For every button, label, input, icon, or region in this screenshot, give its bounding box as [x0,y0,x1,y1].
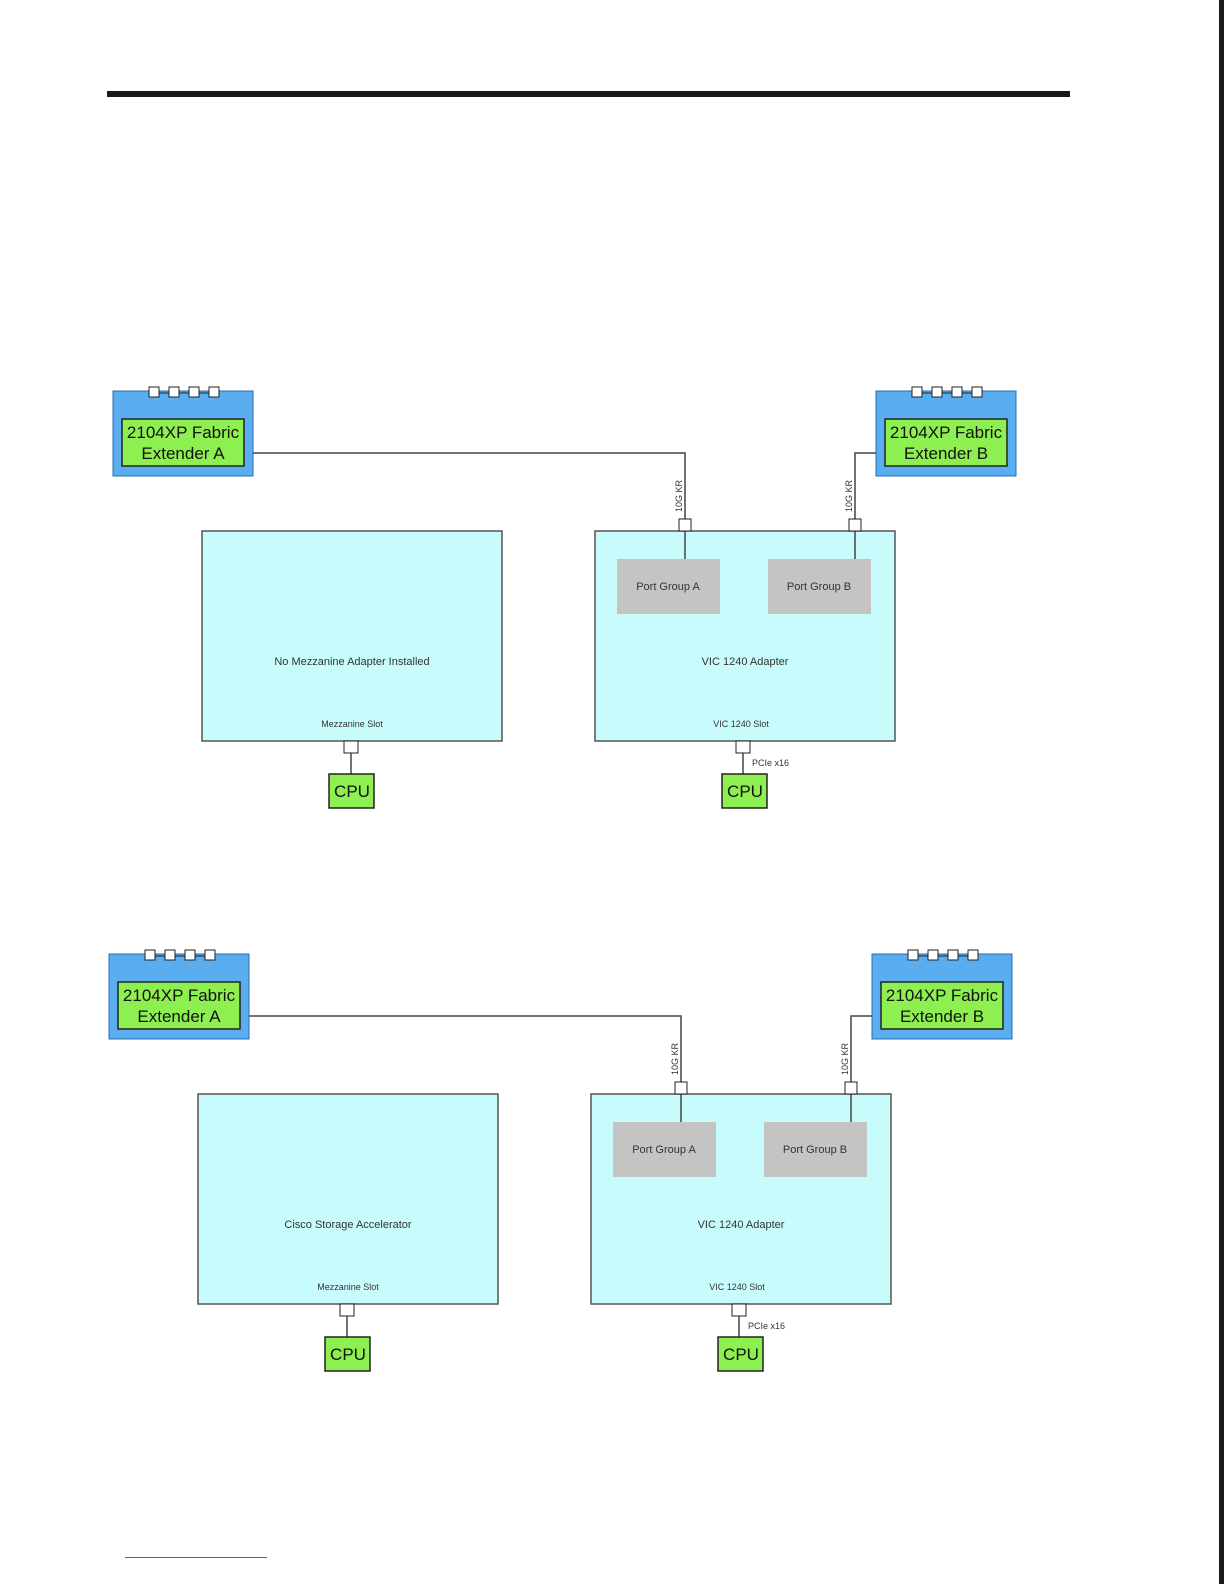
port-a-connector-icon [678,518,692,532]
fex-port-icon [168,386,180,398]
cpu-left-label: CPU [330,1345,366,1364]
fex-port-icon [971,386,983,398]
fex-port-icon [204,949,216,961]
fex-label-line1: 2104XP Fabric [123,986,236,1005]
fex-port-icon [927,949,939,961]
fex-port-icon [931,386,943,398]
vic-title: VIC 1240 Adapter [698,1219,785,1231]
pcie-label: PCIe x16 [748,1321,785,1331]
fex-inner-box [121,418,245,467]
link-fex-a-to-port-a [253,452,686,519]
page-edge-bar [1219,0,1224,1584]
cpu-right-label: CPU [727,782,763,801]
fex-port-icon [967,949,979,961]
cpu-left-label: CPU [334,782,370,801]
fex-label-line1: 2104XP Fabric [127,423,240,442]
fex-label-line2: Extender A [141,444,225,463]
port-b-connector-icon [848,518,862,532]
link-label-b: 10G KR [844,479,854,512]
port-group-a-box [613,1122,716,1177]
port-group-a-label: Port Group A [636,581,700,593]
mezzanine-title: No Mezzanine Adapter Installed [274,656,429,668]
fex-port-icon [951,386,963,398]
port-group-b-box [768,559,871,614]
fex-label-line2: Extender B [900,1007,984,1026]
link-label-a: 10G KR [670,1042,680,1075]
mezzanine-slot-connector-icon [339,1303,355,1317]
fex-label-line1: 2104XP Fabric [890,423,1003,442]
cpu-right-box [721,773,768,809]
fex-port-icon [148,386,160,398]
mezzanine-slot-label: Mezzanine Slot [321,719,383,729]
fex-label-line2: Extender A [137,1007,221,1026]
fex-inner-box [117,981,241,1030]
link-fex-b-to-port-b [850,1015,872,1082]
fex-inner-box [880,981,1004,1030]
fex-label-line1: 2104XP Fabric [886,986,999,1005]
fex-port-icon [184,949,196,961]
header-rule [107,91,1070,97]
mezzanine-title: Cisco Storage Accelerator [284,1219,412,1231]
mezzanine-slot-connector-icon [343,740,359,754]
cpu-right-label: CPU [723,1345,759,1364]
cpu-left-box [324,1336,371,1372]
port-group-a-label: Port Group A [632,1144,696,1156]
link-fex-a-to-port-a [249,1015,682,1082]
mezzanine-adapter-box [201,530,503,742]
fex-port-icon [208,386,220,398]
fex-port-icon [911,386,923,398]
fex-port-icon [188,386,200,398]
fex-port-icon [164,949,176,961]
port-group-b-box [764,1122,867,1177]
pcie-label: PCIe x16 [752,758,789,768]
vic-slot-label: VIC 1240 Slot [709,1282,765,1292]
mezzanine-slot-label: Mezzanine Slot [317,1282,379,1292]
fex-label-line2: Extender B [904,444,988,463]
mezzanine-adapter-box [197,1093,499,1305]
link-label-b: 10G KR [840,1042,850,1075]
vic-slot-label: VIC 1240 Slot [713,719,769,729]
vic-title: VIC 1240 Adapter [702,656,789,668]
port-group-b-label: Port Group B [787,581,851,593]
cpu-right-box [717,1336,764,1372]
fex-port-icon [947,949,959,961]
link-fex-b-to-port-b [854,452,876,519]
link-label-a: 10G KR [674,479,684,512]
port-group-a-box [617,559,720,614]
vic-slot-connector-icon [731,1303,747,1317]
fex-port-icon [907,949,919,961]
port-group-b-label: Port Group B [783,1144,847,1156]
vic-slot-connector-icon [735,740,751,754]
port-b-connector-icon [844,1081,858,1095]
cpu-left-box [328,773,375,809]
fex-inner-box [884,418,1008,467]
footer-link-underline [125,1557,267,1558]
fex-port-icon [144,949,156,961]
port-a-connector-icon [674,1081,688,1095]
